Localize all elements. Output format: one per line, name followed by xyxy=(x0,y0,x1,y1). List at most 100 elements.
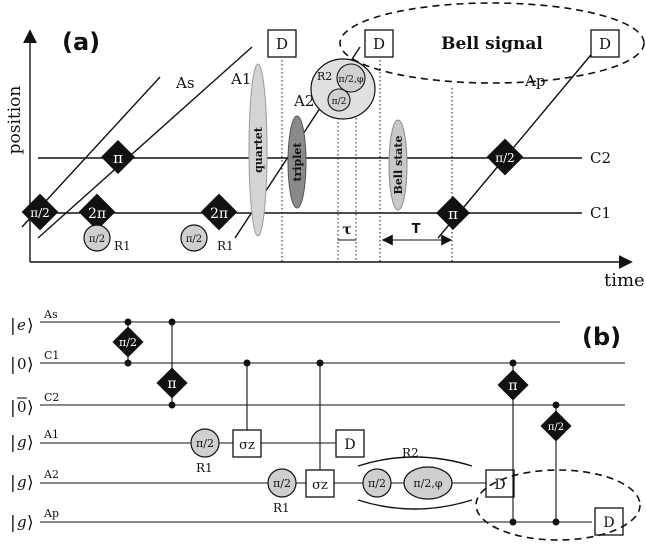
gate-c2-dot xyxy=(168,401,176,409)
r2-pi2phi-gate-label: π/2,φ xyxy=(413,477,442,490)
svg-text:⟩: ⟩ xyxy=(27,398,34,418)
tau-label: τ xyxy=(342,222,351,238)
quartet-label: quartet xyxy=(252,126,265,173)
triplet-label: triplet xyxy=(291,142,304,182)
cavity-c1-label: C1 xyxy=(590,204,611,222)
r1-gate-a1-label: π/2 xyxy=(196,437,214,450)
r1-label-a1: R1 xyxy=(114,239,131,253)
wire-c1-label: C1 xyxy=(44,349,59,362)
r2-pi2-label: π/2 xyxy=(332,97,347,107)
ket-g-ap: | g ⟩ xyxy=(10,513,34,533)
r2-label: R2 xyxy=(317,70,332,83)
svg-text:|: | xyxy=(10,513,16,533)
detector-a2-label: D xyxy=(373,35,385,53)
wire-a2-label: A2 xyxy=(43,468,59,481)
svg-text:|: | xyxy=(10,398,16,418)
gate-as-dot-2 xyxy=(168,318,176,326)
r1-gate-a1: π/2 R1 xyxy=(190,428,220,475)
svg-text:⟩: ⟩ xyxy=(27,355,34,375)
bell-state-ellipse xyxy=(388,119,408,211)
cavity-c2-label: C2 xyxy=(590,149,611,167)
pi-pulse-ap-label: π xyxy=(448,205,458,223)
T-label: T xyxy=(412,222,421,237)
r1-pulse-a2: π/2 R1 xyxy=(180,224,234,253)
detector-gate-ap-label: D xyxy=(603,515,614,531)
gate-as-dot xyxy=(124,318,132,326)
panel-a-label: (a) xyxy=(62,28,100,56)
panel-a: position time (a) C2 C1 As A1 A2 Ap quar… xyxy=(5,2,645,291)
detector-ap-label: D xyxy=(599,35,611,53)
gate-pi2-c2-ap-label: π/2 xyxy=(548,422,564,433)
ket-g-a2-label: g xyxy=(17,473,27,491)
sigmaz-a1-control-dot xyxy=(243,359,251,367)
twopi-pulse-a1-c1: 2π xyxy=(78,193,116,231)
gate-pi-c1-ap: π xyxy=(497,369,529,401)
ket-0-c2-label: 0 xyxy=(17,398,27,416)
r2-pulse-group: R2 π/2,φ π/2 xyxy=(310,58,376,120)
gate-pi2-as-c1: π/2 xyxy=(112,326,144,358)
detector-a2: D xyxy=(364,29,394,58)
pi2-pulse-ap-c2: π/2 xyxy=(486,138,524,176)
bell-measure-ellipse xyxy=(475,469,641,541)
r1-pulse-a1-label: π/2 xyxy=(89,234,105,245)
detector-gate-a2-label: D xyxy=(494,477,505,493)
pi2-pulse-as-c1: π/2 xyxy=(21,193,59,231)
r2-pi2phi-label: π/2,φ xyxy=(338,74,364,85)
atom-a1-trajectory xyxy=(37,46,253,239)
gate-pi-as-c2: π xyxy=(156,367,188,399)
r2-gate-group: R2 π/2 π/2,φ xyxy=(357,446,473,510)
r1-label-a2: R1 xyxy=(217,239,234,253)
gate-pi2-c2-ap: π/2 xyxy=(540,410,572,442)
ket-0-c1-label: 0 xyxy=(17,355,27,373)
ket-0bar-c2: | 0 ⟩ xyxy=(10,397,34,418)
detector-gate-a2: D xyxy=(485,469,515,498)
detector-a1-label: D xyxy=(276,35,288,53)
sigmaz-a2-control-dot xyxy=(316,359,324,367)
ket-g-ap-label: g xyxy=(17,513,27,531)
ket-g-a1-label: g xyxy=(17,433,27,451)
detector-gate-ap: D xyxy=(594,507,624,536)
r1-a1-label: R1 xyxy=(196,461,213,475)
twopi-pulse-a2-c1: 2π xyxy=(200,193,238,231)
wire-as-label: As xyxy=(43,308,58,321)
detector-gate-a1-label: D xyxy=(344,437,355,453)
panel-b-label: (b) xyxy=(582,323,621,351)
wire-c2-label: C2 xyxy=(44,391,59,404)
detector-a1: D xyxy=(267,29,297,58)
x-axis-label: time xyxy=(604,270,645,291)
ket-g-a2: | g ⟩ xyxy=(10,473,34,493)
sigmaz-a1-label: σz xyxy=(239,438,255,453)
pi-pulse-label: π xyxy=(113,149,123,167)
sigmaz-gate-a1: σz xyxy=(232,429,262,458)
atom-ap-trajectory xyxy=(437,49,596,239)
svg-text:⟩: ⟩ xyxy=(27,433,34,453)
gate-c2-ap-dot xyxy=(552,401,560,409)
wire-ap-label: Ap xyxy=(43,507,59,520)
bell-signal-label: Bell signal xyxy=(441,34,543,54)
twopi-pulse-label: 2π xyxy=(88,206,106,222)
bell-state-label: Bell state xyxy=(392,136,405,195)
svg-text:⟩: ⟩ xyxy=(27,473,34,493)
gate-c1-dot xyxy=(124,359,132,367)
svg-text:⟩: ⟩ xyxy=(27,316,34,336)
svg-text:|: | xyxy=(10,355,16,375)
wire-a1-label: A1 xyxy=(43,428,59,441)
ket-g-a1: | g ⟩ xyxy=(10,433,34,453)
gate-ap-dot-2 xyxy=(552,518,560,526)
triplet-ellipse xyxy=(287,115,307,209)
pi-pulse-ap-c1: π xyxy=(436,196,470,230)
r1-gate-a2: π/2 R1 xyxy=(267,468,297,515)
quartet-ellipse xyxy=(248,63,268,237)
gate-c1-ap-dot xyxy=(509,359,517,367)
detector-gate-a1: D xyxy=(335,429,365,458)
gate-pi-as-c2-label: π xyxy=(167,376,176,392)
panel-b: (b) | e ⟩ | 0 ⟩ | 0 ⟩ | g ⟩ | g ⟩ | xyxy=(10,308,641,541)
svg-text:|: | xyxy=(10,433,16,453)
y-axis-label: position xyxy=(5,86,25,155)
r1-a2-label: R1 xyxy=(273,501,290,515)
svg-text:|: | xyxy=(10,316,16,336)
detector-ap: D xyxy=(590,29,620,58)
gate-ap-dot xyxy=(509,518,517,526)
atom-a2-label: A2 xyxy=(293,92,314,110)
